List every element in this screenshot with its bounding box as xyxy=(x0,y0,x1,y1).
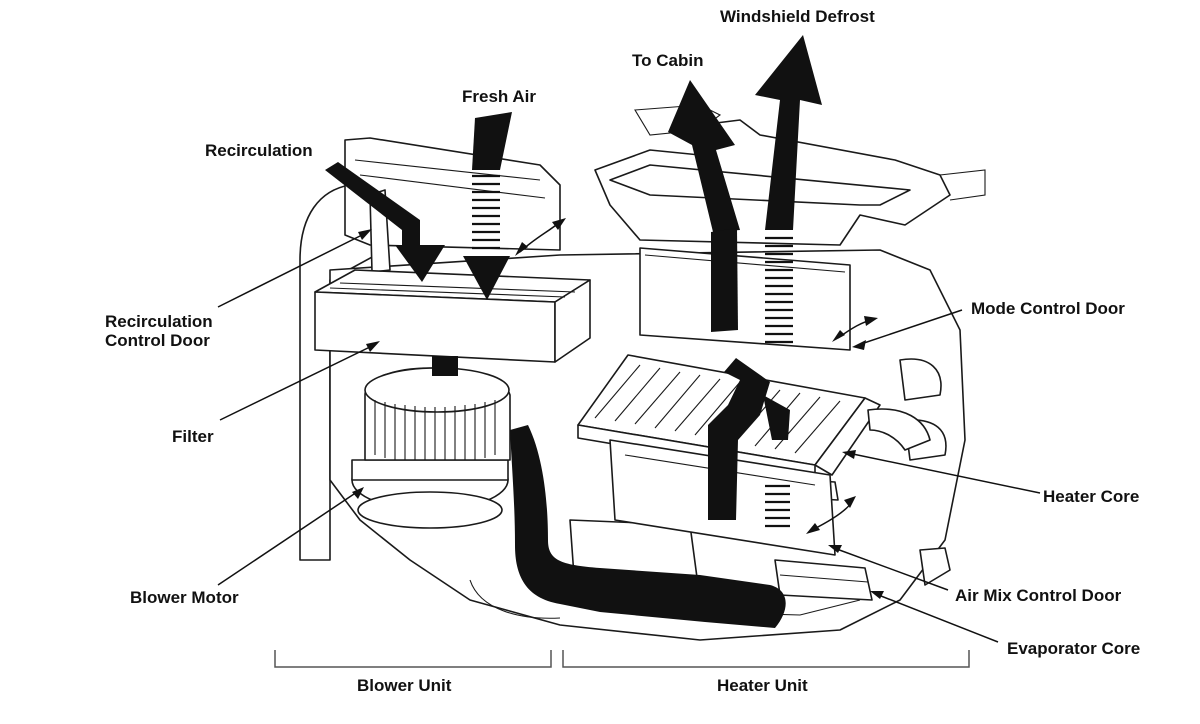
label-windshield-defrost: Windshield Defrost xyxy=(720,7,875,26)
label-heater-core: Heater Core xyxy=(1043,487,1139,506)
evaporator-hatch xyxy=(765,484,790,528)
label-filter: Filter xyxy=(172,427,214,446)
blower-unit-bracket xyxy=(274,650,552,668)
leader-arrowheads xyxy=(352,229,884,599)
label-recirculation-control-door-1: Recirculation xyxy=(105,312,213,331)
label-mode-control-door: Mode Control Door xyxy=(971,299,1125,318)
heater-unit-bracket xyxy=(562,650,970,668)
label-blower-unit: Blower Unit xyxy=(357,676,452,695)
label-heater-unit: Heater Unit xyxy=(717,676,808,695)
unit-brackets xyxy=(274,650,970,668)
label-air-mix-control-door: Air Mix Control Door xyxy=(955,586,1122,605)
leader-lines xyxy=(217,231,1041,643)
filter-shape xyxy=(314,269,591,363)
label-recirculation: Recirculation xyxy=(205,141,313,160)
airflow-arrows xyxy=(325,35,878,628)
fresh-air-hatch xyxy=(472,174,500,250)
label-blower-motor: Blower Motor xyxy=(130,588,239,607)
label-to-cabin: To Cabin xyxy=(632,51,703,70)
blower-motor-shape xyxy=(351,367,511,529)
label-fresh-air: Fresh Air xyxy=(462,87,536,106)
label-evaporator-core: Evaporator Core xyxy=(1007,639,1140,658)
labels: Windshield Defrost To Cabin Fresh Air Re… xyxy=(105,7,1140,695)
label-recirculation-control-door-2: Control Door xyxy=(105,331,210,350)
defrost-hatch xyxy=(765,236,793,344)
